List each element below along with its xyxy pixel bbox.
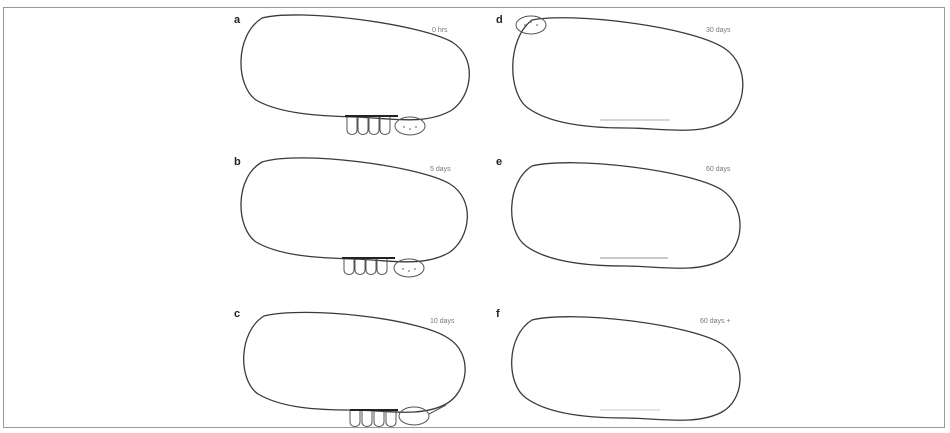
panel-letter-a: a bbox=[234, 14, 240, 26]
oval-body bbox=[516, 16, 546, 34]
oval-dots bbox=[402, 268, 416, 272]
cell-outline bbox=[512, 317, 740, 421]
panel-c-diagram bbox=[244, 312, 465, 426]
figure-border bbox=[4, 8, 945, 428]
panel-letter-b: b bbox=[234, 156, 241, 168]
time-label-e: 60 days bbox=[706, 166, 731, 173]
panel-letter-c: c bbox=[234, 308, 240, 320]
oval-body bbox=[399, 407, 429, 425]
bud-row bbox=[347, 117, 390, 135]
time-label-b: 5 days bbox=[430, 166, 451, 173]
panel-letter-e: e bbox=[496, 156, 502, 168]
time-label-c: 10 days bbox=[430, 318, 455, 325]
oval-dots bbox=[403, 126, 417, 130]
bud-row bbox=[350, 411, 396, 427]
panel-letter-d: d bbox=[496, 14, 503, 26]
bud-row bbox=[344, 259, 387, 275]
time-label-a: 0 hrs bbox=[432, 27, 448, 34]
panel-f-diagram bbox=[512, 317, 740, 421]
cell-outline bbox=[512, 163, 740, 269]
panel-letter-f: f bbox=[496, 308, 500, 320]
time-label-f: 60 days + bbox=[700, 318, 731, 325]
cell-outline bbox=[241, 158, 467, 262]
panel-e-diagram bbox=[512, 163, 740, 269]
panel-b-diagram bbox=[241, 158, 467, 277]
time-label-d: 30 days bbox=[706, 27, 731, 34]
cell-outline bbox=[513, 18, 743, 131]
cell-outline bbox=[244, 312, 465, 412]
